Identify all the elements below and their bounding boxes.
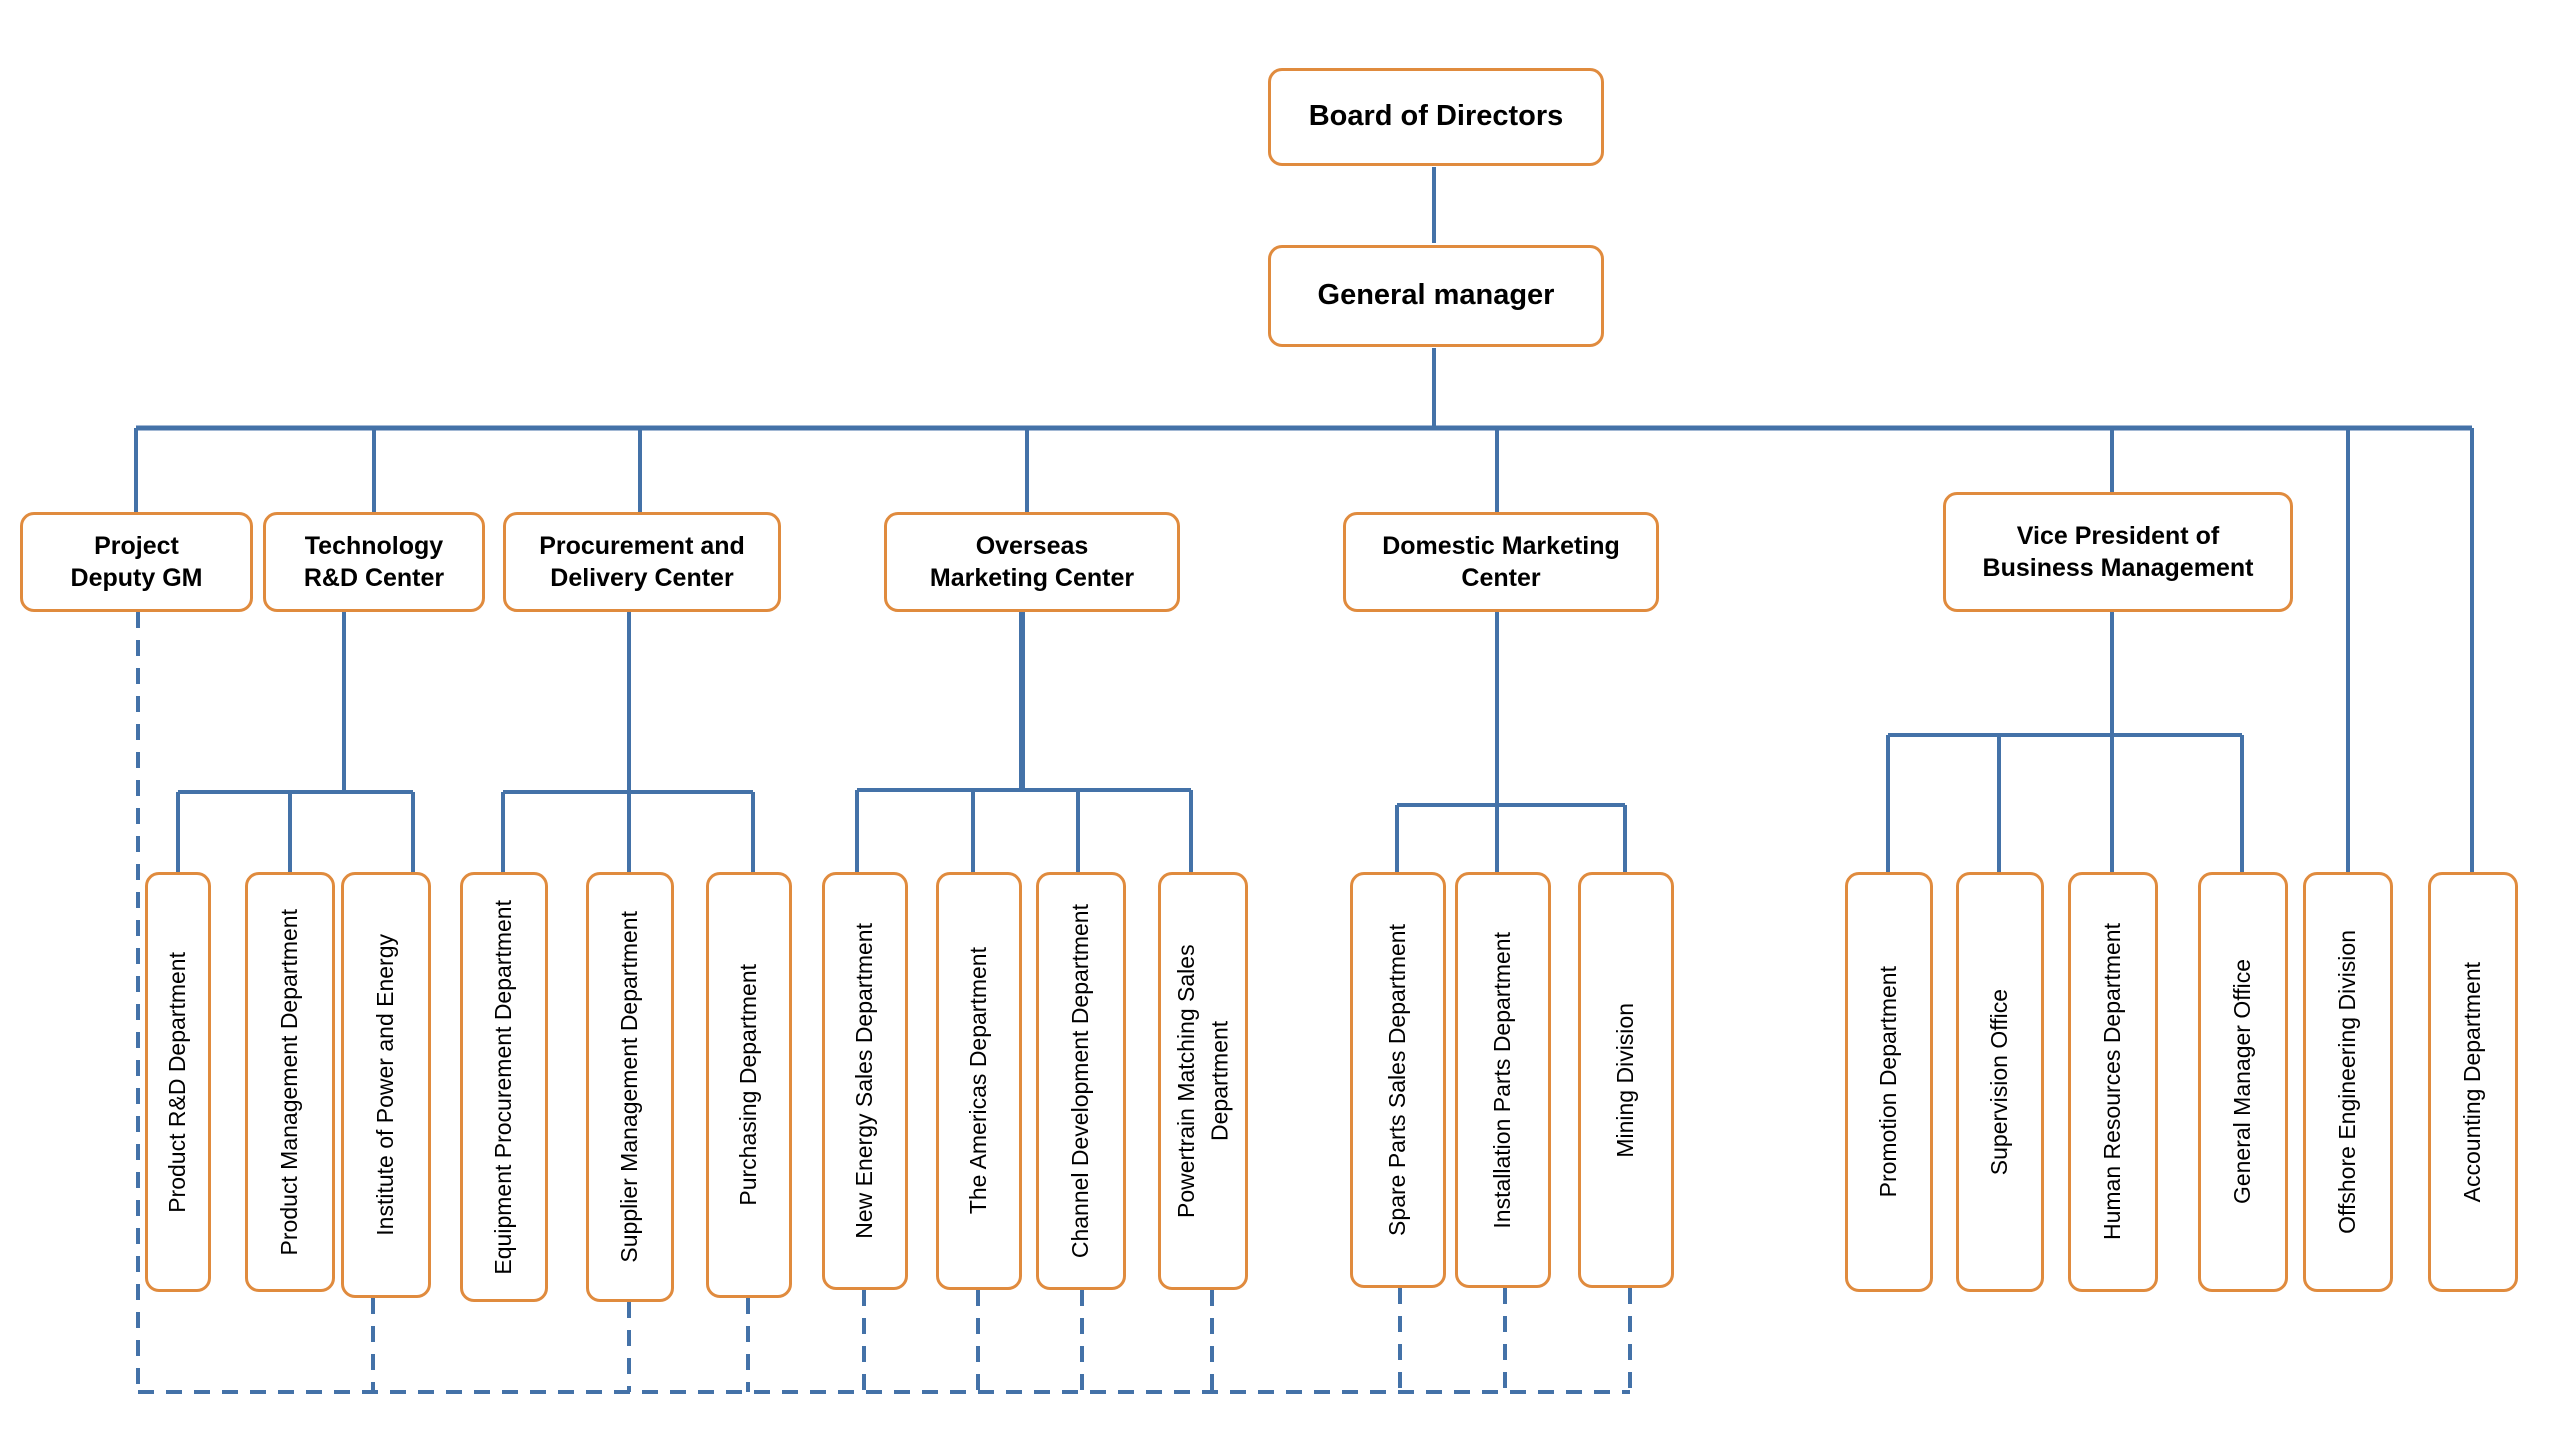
node-human-resources-department[interactable]: Human Resources Department	[2068, 872, 2158, 1292]
node-label: Supplier Management Department	[616, 911, 643, 1263]
node-mining-division[interactable]: Mining Division	[1578, 872, 1674, 1288]
node-the-americas-department[interactable]: The Americas Department	[936, 872, 1022, 1290]
node-label: Institute of Power and Energy	[372, 934, 399, 1236]
node-general-manager[interactable]: General manager	[1268, 245, 1604, 347]
node-label: Purchasing Department	[735, 964, 762, 1206]
node-label: General Manager Office	[2229, 959, 2256, 1205]
node-label: The Americas Department	[965, 947, 992, 1215]
node-promotion-department[interactable]: Promotion Department	[1845, 872, 1933, 1292]
node-equipment-procurement-department[interactable]: Equipment Procurement Department	[460, 872, 548, 1302]
node-offshore-engineering-division[interactable]: Offshore Engineering Division	[2303, 872, 2393, 1292]
node-label: Product Management Department	[276, 908, 303, 1256]
node-channel-development-department[interactable]: Channel Development Department	[1036, 872, 1126, 1290]
node-label: Accounting Department	[2459, 961, 2486, 1203]
node-label: New Energy Sales Department	[851, 923, 878, 1239]
node-label: Equipment Procurement Department	[490, 899, 517, 1275]
node-product-rd-department[interactable]: Product R&D Department	[145, 872, 211, 1292]
node-label: Board of Directors	[1308, 100, 1564, 133]
node-product-management-department[interactable]: Product Management Department	[245, 872, 335, 1292]
node-institute-of-power-and-energy[interactable]: Institute of Power and Energy	[341, 872, 431, 1298]
node-accounting-department[interactable]: Accounting Department	[2428, 872, 2518, 1292]
node-label: Supervision Office	[1986, 988, 2013, 1176]
node-new-energy-sales-department[interactable]: New Energy Sales Department	[822, 872, 908, 1290]
node-spare-parts-sales-department[interactable]: Spare Parts Sales Department	[1350, 872, 1446, 1288]
node-installation-parts-department[interactable]: Installation Parts Department	[1455, 872, 1551, 1288]
node-general-manager-office[interactable]: General Manager Office	[2198, 872, 2288, 1292]
node-label: Powertrain Matching Sales Department	[1172, 944, 1232, 1218]
node-supervision-office[interactable]: Supervision Office	[1956, 872, 2044, 1292]
node-purchasing-department[interactable]: Purchasing Department	[706, 872, 792, 1298]
node-label: General manager	[1317, 279, 1555, 312]
node-label: Channel Development Department	[1067, 903, 1094, 1259]
node-powertrain-matching-sales-department[interactable]: Powertrain Matching Sales Department	[1158, 872, 1248, 1290]
node-label: Product R&D Department	[164, 951, 191, 1213]
node-supplier-management-department[interactable]: Supplier Management Department	[586, 872, 674, 1302]
node-label: Spare Parts Sales Department	[1384, 924, 1411, 1236]
node-label: Promotion Department	[1875, 966, 1902, 1198]
node-board-of-directors[interactable]: Board of Directors	[1268, 68, 1604, 166]
node-label: Installation Parts Department	[1489, 931, 1516, 1229]
node-label: Human Resources Department	[2099, 923, 2126, 1241]
node-label: Offshore Engineering Division	[2334, 930, 2361, 1234]
node-label: Mining Division	[1612, 1002, 1639, 1158]
